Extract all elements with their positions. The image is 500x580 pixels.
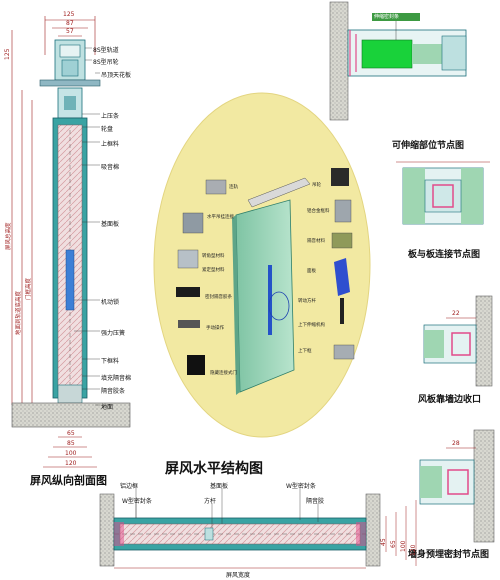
dim-top-1: 125 <box>63 11 75 18</box>
vertical-section-drawing <box>11 16 131 468</box>
oval-label-right-7: 上下框 <box>298 349 312 354</box>
callout-wheel: 轮盘 <box>101 126 114 133</box>
embedded-seal-drawing <box>419 429 495 543</box>
horizontal-dim-65: 65 <box>390 540 397 548</box>
horizontal-label-sound-glue: 隔音胶 <box>306 498 325 505</box>
wall-edge-dim: 22 <box>452 310 460 317</box>
dim-left-track-height: 地面到轨道底高度 <box>16 290 22 335</box>
wall-edge-drawing <box>423 295 493 387</box>
dim-bottom-65: 65 <box>67 430 75 437</box>
callout-lock: 机动锁 <box>101 299 120 306</box>
horizontal-section-drawing <box>99 488 417 569</box>
oval-label-left-6: 手动操作 <box>206 326 224 331</box>
wall-edge-caption: 风板靠墙边收口 <box>418 395 482 405</box>
telescopic-node-caption: 可伸缩部位节点图 <box>392 141 465 151</box>
dim-left-total-height: 屏风总高度 <box>6 222 12 250</box>
oval-label-left-5: 密封隔音胶条 <box>205 295 232 300</box>
dim-top-2: 87 <box>66 20 74 27</box>
oval-label-right-5: 转动方杆 <box>298 299 316 304</box>
horizontal-dim-45: 45 <box>380 538 387 546</box>
oval-label-right-4: 面板 <box>307 269 316 274</box>
callout-lower-frame: 下框料 <box>101 358 120 365</box>
callout-ceiling: 吊顶天花板 <box>101 72 132 79</box>
oval-label-right-1: 吊轮 <box>312 183 321 188</box>
oval-label-right-2: 铝合金框料 <box>307 209 330 214</box>
horizontal-dim-100: 100 <box>400 540 407 552</box>
horizontal-width-label: 屏风宽度 <box>226 572 251 579</box>
callout-fill-insulation: 填充隔音棉 <box>101 375 132 382</box>
oval-label-right-6: 上下伸缩机构 <box>298 323 325 328</box>
oval-label-left-2: 水平吊挂连接 <box>207 215 234 220</box>
telescopic-node-drawing <box>329 1 467 121</box>
callout-spring: 强力压簧 <box>101 330 126 337</box>
dim-bottom-85: 85 <box>67 440 75 447</box>
dim-bottom-100: 100 <box>65 450 77 457</box>
dim-top-3: 57 <box>66 28 74 35</box>
callout-base-panel: 基面板 <box>101 221 120 228</box>
dim-bottom-120: 120 <box>65 460 77 467</box>
horizontal-section-caption: 屏风水平结构图 <box>165 461 263 477</box>
horizontal-label-aluminum-edge: 铝边框 <box>120 483 139 490</box>
callout-roller: 8S型吊轮 <box>93 59 119 66</box>
callout-upper-frame: 上框料 <box>101 141 120 148</box>
callout-upper-strip: 上压条 <box>101 113 120 120</box>
oval-label-left-4: 紧定型材料 <box>202 268 225 273</box>
panel-joint-caption: 板与板连接节点图 <box>408 250 481 260</box>
embedded-seal-dim: 28 <box>452 440 460 447</box>
panel-joint-drawing <box>396 161 490 225</box>
callout-sound-cotton: 吸音棉 <box>101 164 120 171</box>
oval-label-left-3: 转角型材料 <box>202 254 225 259</box>
horizontal-label-w-seal-right: W型密封条 <box>286 483 316 490</box>
callout-track: 8S型轨道 <box>93 47 119 54</box>
dim-left-125: 125 <box>4 48 11 60</box>
telescopic-seal-tag: 伸缩密封条 <box>374 14 400 20</box>
vertical-section-caption: 屏风纵向剖面图 <box>30 474 107 487</box>
exploded-view-drawing <box>153 92 371 438</box>
oval-label-left-1: 连轨 <box>229 185 238 190</box>
horizontal-dim-120: 120 <box>410 544 417 556</box>
oval-label-left-7: 隐藏连接式门 <box>210 371 237 376</box>
oval-label-right-3: 隔音材料 <box>307 239 325 244</box>
horizontal-label-w-seal-left: W型密封条 <box>122 498 152 505</box>
callout-sound-strip: 隔音胶条 <box>101 388 126 395</box>
callout-floor: 地面 <box>101 404 114 411</box>
embedded-seal-caption: 墙身预埋密封节点图 <box>408 550 490 560</box>
horizontal-label-square-bar: 方杆 <box>204 498 217 505</box>
dim-left-door-height: 门框高度 <box>26 277 32 300</box>
horizontal-label-base-panel: 基面板 <box>210 483 229 490</box>
